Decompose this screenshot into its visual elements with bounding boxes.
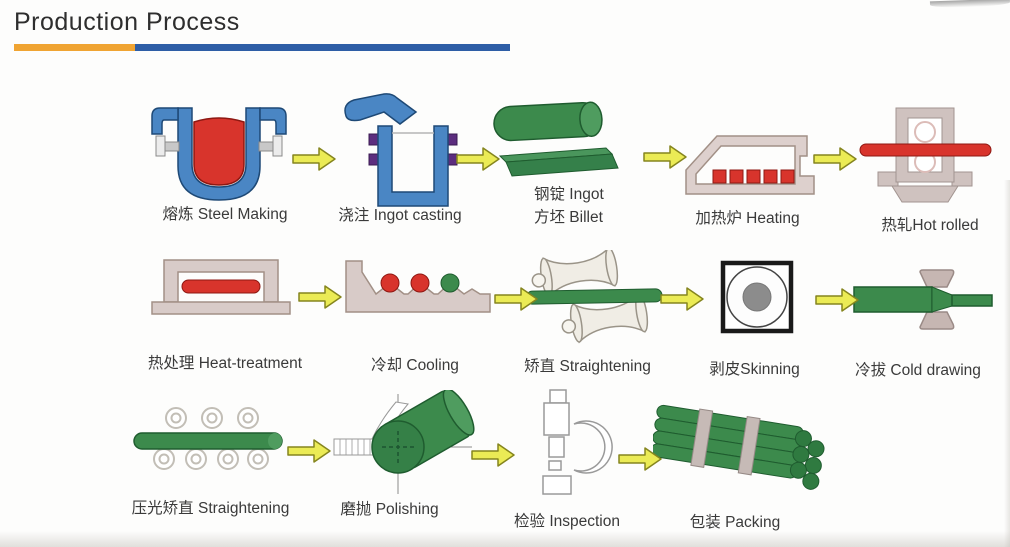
ladle-icon bbox=[151, 107, 287, 201]
step-label-ingot: 钢锭 Ingot bbox=[534, 186, 604, 203]
flow-arrow-icon bbox=[292, 147, 336, 171]
hot-bar bbox=[859, 143, 992, 157]
cold-drawing-die-icon bbox=[853, 269, 993, 330]
scan-smudge-bottom bbox=[0, 531, 1010, 547]
page-title: Production Process bbox=[14, 8, 240, 36]
step-label-ingot-casting: 浇注 Ingot casting bbox=[338, 207, 462, 224]
step-label-polishing: 磨抛 Polishing bbox=[340, 501, 439, 518]
molten-steel bbox=[193, 117, 245, 186]
straightening-rolls-icon bbox=[525, 250, 663, 344]
flow-arrow-icon bbox=[815, 288, 859, 312]
flow-arrow-icon bbox=[287, 439, 331, 463]
ingot-billet-icon bbox=[493, 101, 619, 177]
step-label-cold-drawing: 冷拔 Cold drawing bbox=[855, 362, 981, 379]
step-label-heating: 加热炉 Heating bbox=[695, 210, 800, 227]
scan-smudge-top-right bbox=[929, 0, 1010, 9]
step-label-cooling: 冷却 Cooling bbox=[371, 357, 459, 374]
flow-arrow-icon bbox=[618, 447, 662, 471]
rolling-mill-icon bbox=[859, 107, 992, 203]
cooling-bed-icon bbox=[345, 260, 491, 313]
burnishing-straightener-icon bbox=[133, 407, 283, 470]
flow-arrow-icon bbox=[643, 145, 687, 169]
heating-furnace-icon bbox=[685, 135, 815, 195]
title-underline-orange bbox=[14, 44, 135, 51]
step-label-billet: 方坯 Billet bbox=[534, 208, 603, 226]
scan-smudge-right bbox=[1004, 180, 1010, 547]
step-label-skinning: 剥皮Skinning bbox=[709, 361, 800, 378]
inspection-micrometer-icon bbox=[542, 389, 613, 495]
step-label-burnish-straightening: 压光矫直 Straightening bbox=[131, 500, 290, 517]
flow-arrow-icon bbox=[456, 147, 500, 171]
ingot-mold-icon bbox=[344, 93, 458, 207]
step-label-ingot-billet: 钢锭 Ingot 方坯 Billet bbox=[534, 184, 604, 229]
step-label-straightening: 矫直 Straightening bbox=[524, 358, 651, 375]
skinning-die-icon bbox=[720, 260, 794, 334]
flow-arrow-icon bbox=[494, 287, 538, 311]
step-label-hot-rolled: 热轧Hot rolled bbox=[881, 217, 979, 234]
flow-arrow-icon bbox=[813, 147, 857, 171]
flow-arrow-icon bbox=[471, 443, 515, 467]
step-label-inspection: 检验 Inspection bbox=[514, 513, 620, 530]
flow-arrow-icon bbox=[298, 285, 342, 309]
step-label-packing: 包装 Packing bbox=[689, 514, 781, 531]
title-underline-blue bbox=[135, 44, 510, 51]
heat-treatment-furnace-icon bbox=[151, 259, 291, 315]
green-bar bbox=[525, 288, 663, 305]
step-label-heat-treatment: 热处理 Heat-treatment bbox=[147, 355, 303, 372]
flow-arrow-icon bbox=[660, 287, 704, 311]
packing-bundle-icon bbox=[653, 404, 825, 490]
hot-bar bbox=[181, 279, 261, 294]
polishing-wheel-icon bbox=[333, 390, 475, 494]
green-bar bbox=[133, 432, 283, 450]
step-label-steel-making: 熔炼 Steel Making bbox=[162, 206, 288, 223]
